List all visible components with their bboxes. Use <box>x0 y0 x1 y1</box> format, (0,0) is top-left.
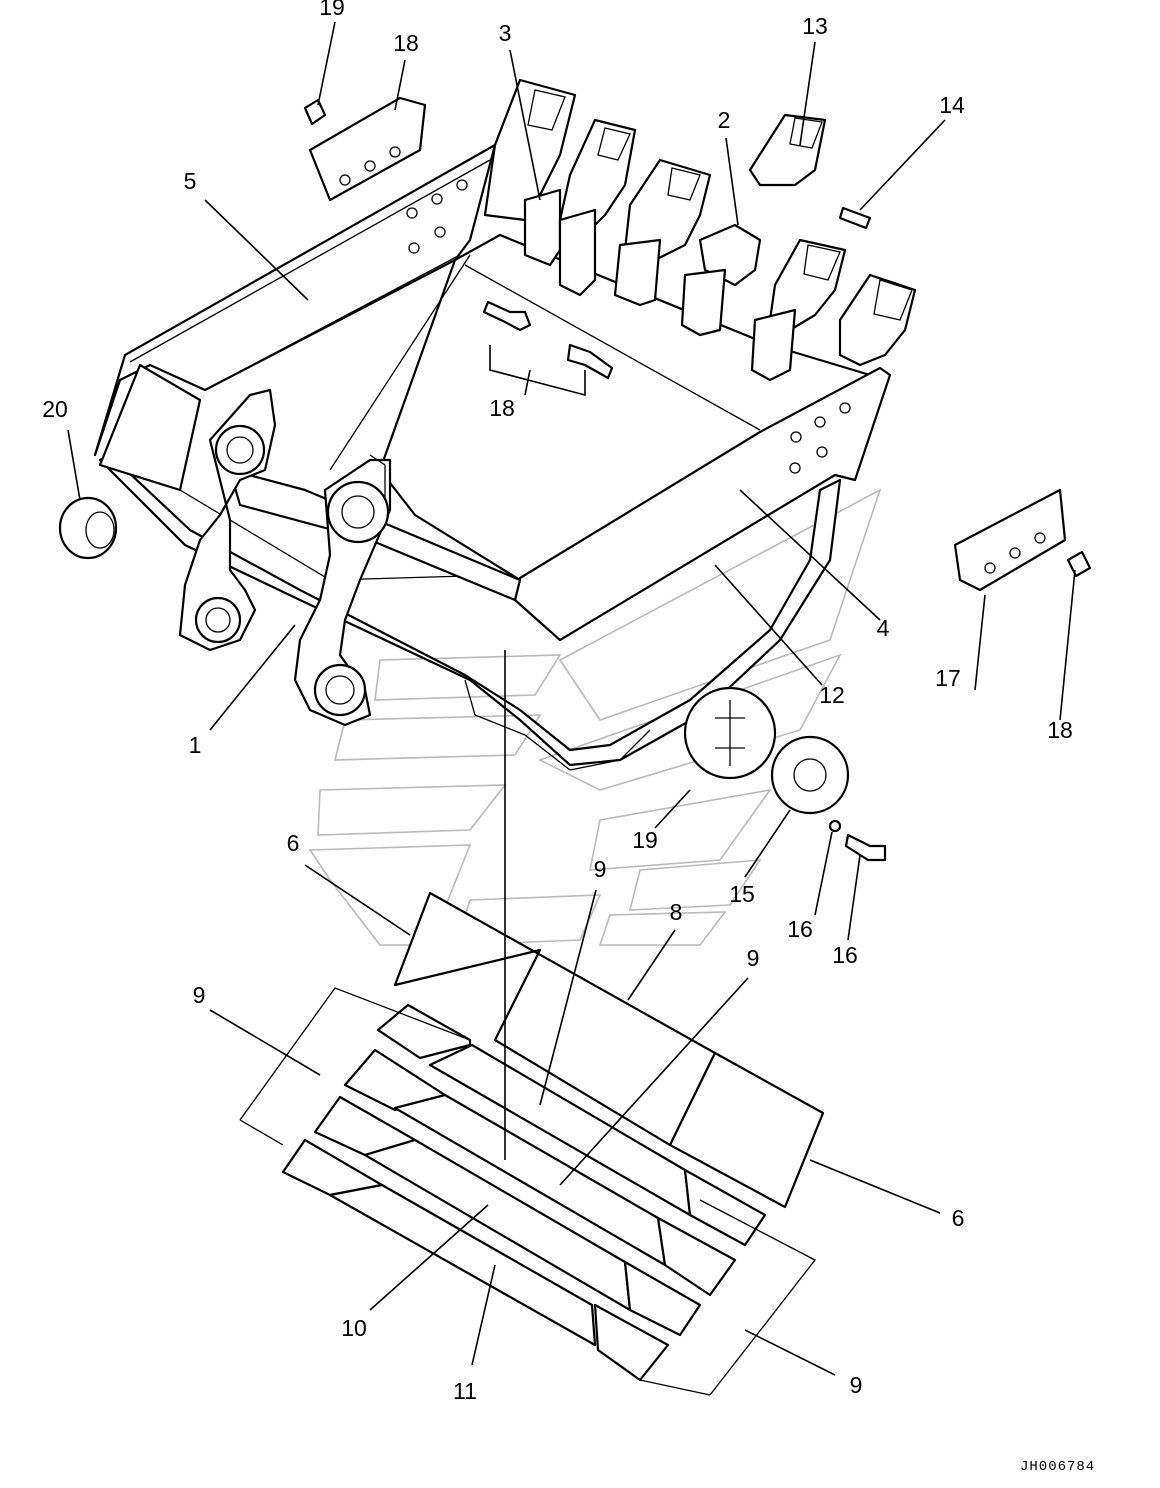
pin-12 <box>838 206 872 230</box>
callout-9-lower: 10 <box>341 1315 367 1341</box>
plate-9-long4 <box>328 1183 597 1347</box>
callout-16-right: 17 <box>935 665 961 691</box>
plate-row2-end <box>683 1168 767 1247</box>
drawing-code: JH006784 <box>1020 1459 1095 1475</box>
callout-13: 15 <box>729 881 755 907</box>
callout-3: 3 <box>499 20 512 46</box>
callout-15: 16 <box>787 916 813 942</box>
callout-5: 5 <box>184 168 197 194</box>
nut-18-left <box>303 98 327 126</box>
bushing-20 <box>58 496 118 560</box>
callout-9-bottom: 11 <box>453 1378 477 1404</box>
leader-lines <box>67 21 1076 1376</box>
callout-labels: 19 18 3 13 14 2 5 20 18 4 17 12 18 1 19 … <box>42 0 1095 1475</box>
callout-9-right: 9 <box>747 945 760 971</box>
tooth-11-exploded <box>748 113 827 187</box>
callout-12: 14 <box>939 92 965 118</box>
adapter-1 <box>523 188 562 267</box>
nut-18-right <box>1066 550 1092 578</box>
callout-4: 4 <box>877 615 890 641</box>
callout-20: 20 <box>42 396 68 422</box>
cover-13 <box>770 735 850 815</box>
callout-8-left: 9 <box>193 982 206 1008</box>
plate-6-lower <box>668 1051 825 1209</box>
plate-9-row1 <box>376 1003 472 1060</box>
callout-7: 8 <box>670 899 683 925</box>
callout-18-right: 18 <box>1047 717 1073 743</box>
callout-17: 18 <box>489 395 515 421</box>
callout-19: 19 <box>632 827 658 853</box>
adapter-2 <box>558 208 597 297</box>
adapter-3 <box>613 238 662 307</box>
adapter-4 <box>680 268 727 337</box>
callout-8-right: 9 <box>850 1372 863 1398</box>
bucket-bottom-shell <box>98 453 842 767</box>
bolt-17-a <box>482 300 532 332</box>
side-cutter-16-right <box>953 488 1067 592</box>
plate-row4-end <box>623 1260 702 1337</box>
callout-9-upper: 9 <box>594 856 607 882</box>
hardware <box>58 96 1092 862</box>
callout-1: 1 <box>189 732 202 758</box>
washer-15 <box>828 819 842 833</box>
bolt-14 <box>844 833 887 862</box>
adapter-5 <box>750 308 797 382</box>
tooth-2 <box>558 118 637 232</box>
side-plate-right <box>513 366 892 642</box>
tooth-6 <box>838 273 917 367</box>
side-cutter-16-left <box>308 96 427 202</box>
tooth-2-detail <box>698 223 762 287</box>
callout-6-top: 6 <box>287 830 300 856</box>
plate-row3-end <box>656 1216 737 1297</box>
bolt-17-b <box>566 343 614 380</box>
callout-10: 12 <box>819 682 845 708</box>
teeth-row <box>483 78 917 382</box>
callout-16-top: 18 <box>393 30 419 56</box>
bucket-body <box>93 143 892 771</box>
end-plate-left <box>98 363 202 492</box>
callout-18-top: 19 <box>319 0 345 20</box>
wear-plates <box>239 891 825 1396</box>
callout-6-right: 6 <box>952 1205 965 1231</box>
callout-14: 16 <box>832 942 858 968</box>
callout-2: 2 <box>718 107 731 133</box>
callout-11: 13 <box>802 13 828 39</box>
